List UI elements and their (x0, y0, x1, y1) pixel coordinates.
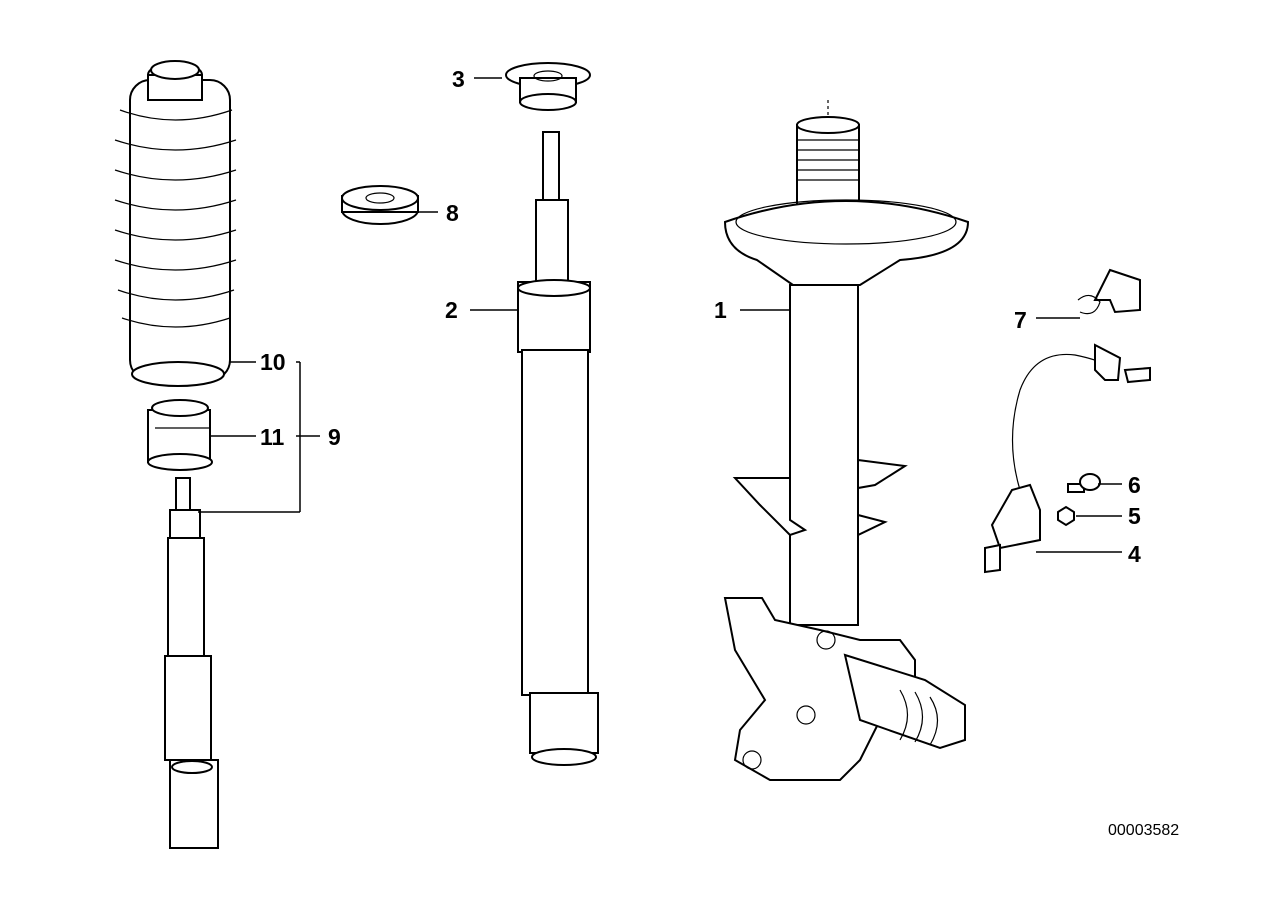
callout-9: 9 (328, 424, 341, 450)
callout-1: 1 (714, 297, 727, 323)
protective-bellows (114, 60, 237, 387)
clamp (1077, 268, 1141, 315)
spring-strut (723, 100, 970, 781)
callout-11: 11 (260, 424, 285, 450)
callout-2: 2 (445, 297, 458, 323)
shock-absorber (517, 131, 599, 766)
hex-nut (1057, 505, 1075, 527)
additional-damper (147, 399, 213, 471)
callout-5: 5 (1128, 503, 1141, 529)
leader-lines (198, 77, 1122, 553)
strut-bearing (505, 62, 591, 111)
washer (341, 185, 419, 225)
callout-6: 6 (1128, 472, 1141, 498)
shock-rod-assembly (164, 477, 219, 849)
diagram-reference-number: 00003582 (1108, 822, 1179, 839)
pulse-generator (984, 343, 1151, 574)
callout-7: 7 (1014, 307, 1027, 333)
hex-bolt (1067, 473, 1101, 493)
callout-4: 4 (1128, 541, 1141, 567)
callout-8: 8 (446, 200, 459, 226)
callout-3: 3 (452, 66, 465, 92)
callout-10: 10 (260, 349, 286, 375)
